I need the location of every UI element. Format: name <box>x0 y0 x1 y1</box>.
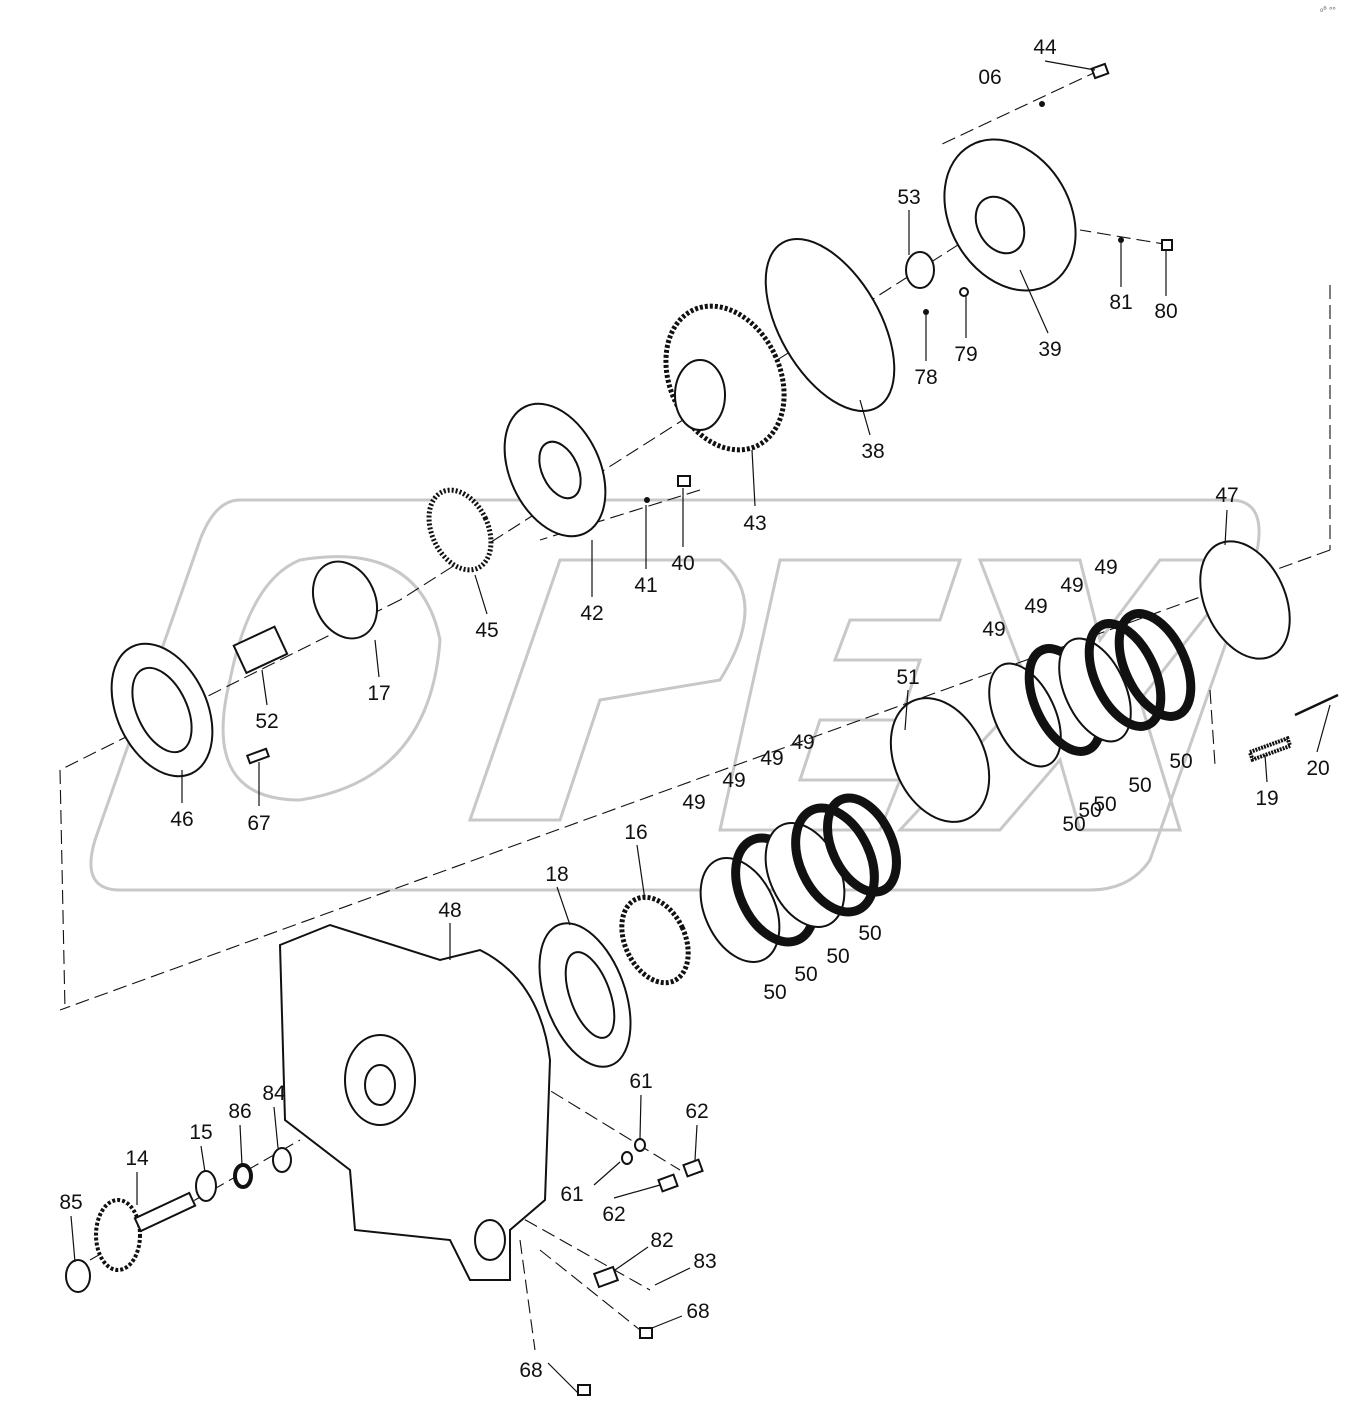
callout: 49 <box>760 747 783 770</box>
part-51-piston <box>889 697 991 823</box>
callout: 51 <box>896 666 919 689</box>
part-62-plug <box>682 1158 704 1178</box>
part-14-gear-shaft <box>94 1198 142 1272</box>
callout: 43 <box>743 512 766 535</box>
callout: 82 <box>650 1229 673 1252</box>
callout: 49 <box>1094 556 1117 579</box>
callout: 50 <box>1128 774 1151 797</box>
callout: 18 <box>545 863 568 886</box>
part-shapes <box>65 62 1339 1396</box>
callout: 49 <box>722 769 745 792</box>
part-16-hub <box>619 894 691 986</box>
callout: 45 <box>475 619 498 642</box>
callout: 20 <box>1306 757 1329 780</box>
callout: 68 <box>686 1300 709 1323</box>
part-82-plate <box>592 1265 620 1289</box>
callout: 84 <box>262 1082 286 1105</box>
callout: 17 <box>367 682 390 705</box>
callout: 53 <box>897 186 920 209</box>
callout: 40 <box>671 552 694 575</box>
callout: 19 <box>1255 787 1278 810</box>
callout: 50 <box>794 963 817 986</box>
callout: 49 <box>791 731 814 754</box>
callout: 49 <box>1024 595 1047 618</box>
callout: 61 <box>560 1183 583 1206</box>
part-84-ring <box>272 1147 292 1173</box>
part-53-ring <box>905 251 935 289</box>
callout: 42 <box>580 602 603 625</box>
callout: 81 <box>1109 291 1132 314</box>
part-47-seal <box>1199 540 1291 660</box>
callout: 06 <box>978 66 1001 89</box>
callout: 47 <box>1215 484 1238 507</box>
callout: 50 <box>1062 813 1085 836</box>
callout: 50 <box>826 945 849 968</box>
callout: 49 <box>682 791 705 814</box>
part-20-pin <box>1294 693 1339 717</box>
part-49-plate <box>699 857 781 963</box>
callout: 62 <box>685 1100 708 1123</box>
callout: 79 <box>954 343 977 366</box>
part-15-ring <box>195 1170 217 1202</box>
callout: 50 <box>763 981 786 1004</box>
part-68-screw <box>639 1327 653 1339</box>
callout: 49 <box>1060 574 1083 597</box>
part-52-shaft <box>232 625 289 675</box>
part-85-ring <box>65 1259 91 1293</box>
callout: 50 <box>858 922 881 945</box>
callout: 41 <box>634 574 657 597</box>
part-86-ring <box>233 1163 253 1189</box>
callout: 48 <box>438 899 461 922</box>
callout: 80 <box>1154 300 1177 323</box>
part-45-ring-gear <box>426 487 494 573</box>
callout: 83 <box>693 1250 716 1273</box>
part-48-housing <box>278 923 552 1281</box>
callout: 67 <box>247 812 270 835</box>
callout: 39 <box>1038 338 1061 361</box>
watermark-logo <box>89 498 1261 892</box>
part-38-gasket <box>764 238 896 412</box>
corner-mark: ₀ᴮ ᵒᵒ <box>1320 5 1336 14</box>
callout: 46 <box>170 808 193 831</box>
callout: 78 <box>914 366 937 389</box>
callout: 85 <box>59 1191 82 1214</box>
callout: 49 <box>982 618 1005 641</box>
part-67-key <box>245 747 271 765</box>
callout: 62 <box>602 1203 625 1226</box>
callout: 15 <box>189 1121 212 1144</box>
callout: 50 <box>1169 750 1192 773</box>
callout: 50 <box>1078 799 1101 822</box>
callout-labels: 44 06 53 81 80 39 78 79 38 43 40 41 42 4… <box>59 36 1329 1382</box>
leader-lines <box>70 60 1331 1394</box>
callout: 50 <box>1093 793 1116 816</box>
part-17-carrier <box>311 560 379 640</box>
part-44-bolt <box>1090 62 1110 80</box>
part-61-ring <box>634 1138 646 1152</box>
callout: 68 <box>519 1359 542 1382</box>
callout: 38 <box>861 440 884 463</box>
callout: 52 <box>255 710 278 733</box>
callout: 61 <box>629 1070 652 1093</box>
callout: 14 <box>125 1147 149 1170</box>
callout: 16 <box>624 821 647 844</box>
callout: 44 <box>1033 36 1057 59</box>
callout: 86 <box>228 1100 251 1123</box>
part-19-spring <box>1247 735 1293 763</box>
